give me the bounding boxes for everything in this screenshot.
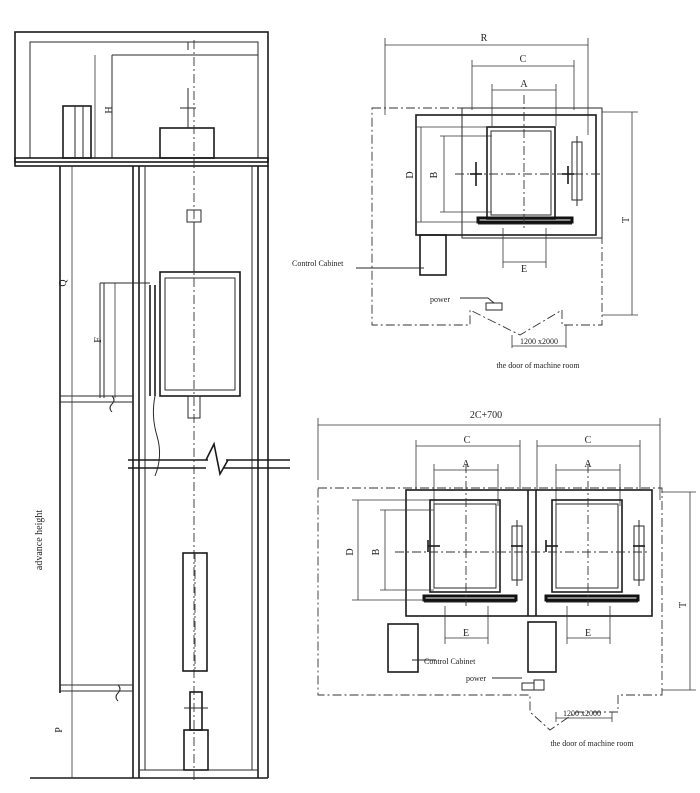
machine-room-floor	[14, 157, 269, 167]
shaft-elevation: H Q F advance height P	[14, 31, 290, 780]
double-elevator-plan: 2C+700 C C A A	[317, 410, 696, 748]
label-t-double: T	[678, 602, 689, 608]
label-door-caption: the door of machine room	[496, 361, 580, 370]
label-power-double: power	[466, 674, 486, 683]
label-p: P	[54, 727, 65, 733]
machine-room	[14, 31, 269, 163]
car-plan-1	[429, 499, 501, 593]
label-f: F	[93, 337, 104, 343]
door-sill-2	[544, 594, 640, 602]
label-c1: C	[464, 435, 471, 446]
label-d-double: D	[345, 548, 356, 555]
label-c2: C	[585, 435, 592, 446]
control-cabinet-double-2	[527, 621, 557, 673]
power-box	[485, 302, 503, 311]
label-e2: E	[585, 628, 591, 639]
label-e1: E	[463, 628, 469, 639]
label-control-cabinet: Control Cabinet	[292, 259, 344, 268]
hoistway	[415, 114, 597, 236]
label-e: E	[521, 264, 527, 275]
label-control-cabinet-double: Control Cabinet	[424, 657, 476, 666]
label-2c-700: 2C+700	[470, 410, 502, 421]
power-box-double	[521, 682, 535, 691]
label-b-double: B	[371, 548, 382, 555]
label-power: power	[430, 295, 450, 304]
machine-room-outline	[371, 107, 603, 336]
label-door-size-double: 1200 x2000	[563, 709, 601, 718]
label-a: A	[520, 79, 528, 90]
machine-room-outline-double	[317, 487, 663, 731]
label-door-caption-double: the door of machine room	[550, 739, 634, 748]
traction-machine	[159, 127, 215, 159]
label-door-size: 1200 x2000	[520, 337, 558, 346]
label-h: H	[104, 106, 115, 113]
door-sill-1	[422, 594, 518, 602]
elevator-car	[159, 271, 241, 397]
door-sill	[476, 216, 574, 224]
label-b: B	[429, 171, 440, 178]
label-advance-height: advance height	[34, 510, 45, 570]
control-cabinet-double-1	[387, 623, 419, 673]
label-q: Q	[58, 279, 69, 287]
break-line	[128, 441, 290, 477]
car-plan	[486, 126, 556, 220]
car-plan-2	[551, 499, 623, 593]
label-r: R	[481, 33, 488, 44]
label-d: D	[405, 171, 416, 178]
label-t: T	[621, 217, 632, 223]
buffer	[189, 691, 203, 731]
control-cabinet-single	[419, 234, 447, 276]
hoistway-double	[405, 489, 653, 617]
single-elevator-plan: R C A D	[292, 33, 638, 370]
label-c: C	[520, 54, 527, 65]
machine-control-cabinet	[62, 105, 92, 159]
